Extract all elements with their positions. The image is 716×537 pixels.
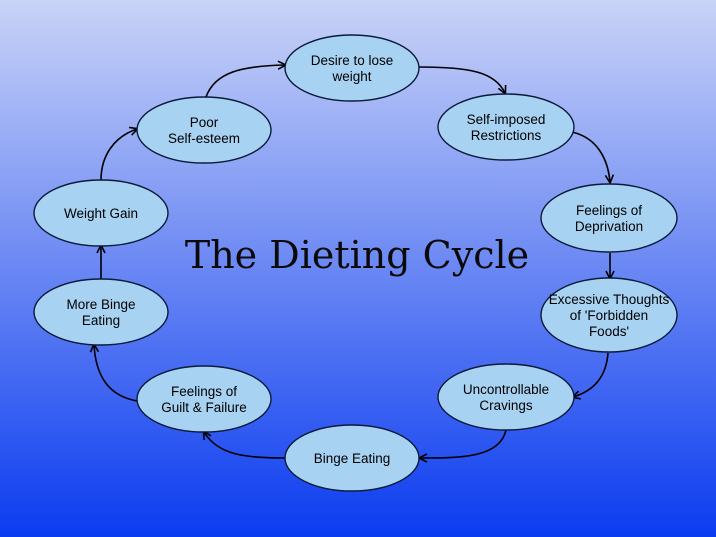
cycle-nodes: Desire to loseweightSelf-imposedRestrict… [33,34,678,492]
node-label-restrictions-line-2: Restrictions [471,128,542,143]
node-ellipse-self-esteem [136,96,272,164]
node-ellipse-guilt [136,365,272,433]
node-label-forbidden-line-3: Foods' [589,324,629,339]
arrow-self-esteem-to-desire [205,65,285,98]
node-label-desire-line-2: weight [331,69,371,84]
node-label-more-binge-line-1: More Binge [66,297,135,312]
node-label-self-esteem-line-2: Self-esteem [168,131,240,146]
node-ellipse-cravings [437,363,575,431]
node-label-forbidden-line-2: of 'Forbidden [570,308,648,323]
diagram-title: The Dieting Cycle [185,233,529,277]
node-ellipse-restrictions [437,93,575,161]
node-ellipse-desire [284,34,420,102]
node-label-restrictions-line-1: Self-imposed [467,112,546,127]
node-label-self-esteem-line-1: Poor [190,115,219,130]
arrow-guilt-to-more-binge [94,345,138,402]
node-label-binge-line-1: Binge Eating [314,451,391,466]
node-ellipse-deprivation [540,183,678,253]
node-label-guilt-line-2: Guilt & Failure [161,400,247,415]
cycle-arrows [94,65,610,458]
arrow-cravings-to-binge [420,429,507,458]
arrow-restrictions-to-deprivation [571,131,610,182]
node-label-deprivation-line-2: Deprivation [575,219,643,234]
node-ellipse-forbidden [540,277,678,353]
arrow-desire-to-restrictions [418,66,505,93]
node-label-guilt-line-1: Feelings of [171,384,237,399]
node-ellipse-weight-gain [33,179,169,247]
node-label-deprivation-line-1: Feelings of [576,203,642,218]
node-binge: Binge Eating [284,424,420,492]
node-label-weight-gain-line-1: Weight Gain [64,206,138,221]
node-label-desire-line-1: Desire to lose [311,53,394,68]
node-ellipse-binge [284,424,420,492]
node-label-cravings-line-2: Cravings [479,398,533,413]
arrow-forbidden-to-cravings [573,352,609,397]
node-label-more-binge-line-2: Eating [82,313,120,328]
node-label-cravings-line-1: Uncontrollable [463,382,549,397]
node-label-forbidden-line-1: Excessive Thoughts [549,292,670,307]
node-ellipse-more-binge [33,278,169,346]
arrow-binge-to-guilt [204,432,286,459]
node-weight-gain: Weight Gain [33,179,169,247]
arrow-weight-gain-to-self-esteem [100,129,137,181]
